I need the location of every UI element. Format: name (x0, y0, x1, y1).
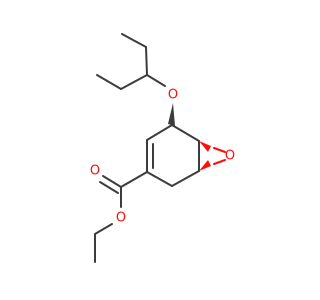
bond-ethyl-top-ch3 (121, 33, 147, 48)
bond-ethyl-bottom-ch2 (120, 74, 148, 90)
bond-ring-c6-c5 (171, 124, 200, 142)
bond-ethyl-top-ch2 (145, 46, 148, 76)
atom-label-ether-oxygen: O (168, 88, 178, 103)
wedge-bond-ether (168, 103, 175, 126)
wedge-bond-epoxide-top (199, 141, 211, 152)
bond-ch-to-ether-oxygen (146, 74, 166, 87)
bond-ring-c2-c1 (171, 170, 200, 187)
bond-epoxide-top (213, 147, 226, 153)
bond-ethyl-bottom-ch3 (96, 74, 122, 90)
bond-carbonyl-double-2 (99, 181, 119, 194)
bond-carbonyl-double-1 (102, 175, 122, 188)
atom-label-ester-oxygen: O (116, 211, 126, 226)
wedge-bond-epoxide-bottom (199, 160, 211, 171)
bond-epoxide-bottom (213, 159, 226, 165)
molecule-structure-diagram: O O O O (90, 33, 235, 263)
bond-ring-to-carbonyl (120, 171, 148, 188)
bond-ester-oxygen-to-ch2 (94, 223, 113, 235)
atom-label-carbonyl-oxygen: O (90, 164, 100, 179)
atom-label-epoxide-oxygen: O (225, 149, 235, 164)
bond-ring-c5-c4 (146, 124, 173, 141)
bond-ring-c3-c2 (146, 171, 173, 187)
